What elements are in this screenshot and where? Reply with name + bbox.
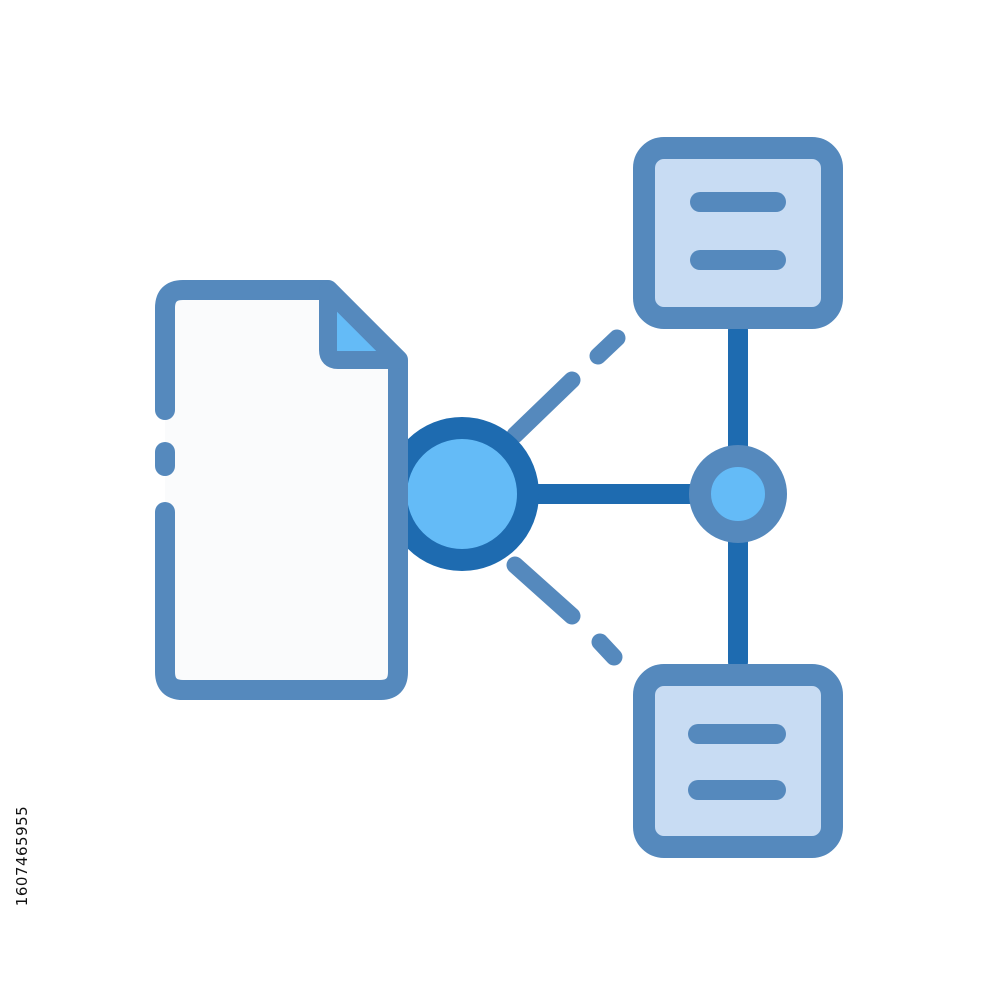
document-folded-corner bbox=[319, 281, 407, 369]
ray-lower-dash bbox=[591, 633, 623, 666]
document-body bbox=[155, 280, 408, 700]
ray-lower-line bbox=[506, 556, 581, 625]
hub-node-icon bbox=[385, 417, 539, 571]
data-block-bottom-icon bbox=[633, 664, 843, 858]
junction-node-icon bbox=[689, 445, 787, 543]
ray-upper-line bbox=[506, 371, 581, 444]
stock-id-text: 1607465955 bbox=[13, 805, 31, 907]
data-block-top-icon bbox=[633, 137, 843, 329]
stock-id-label: 1607465955 bbox=[2, 756, 42, 956]
top-block-frame bbox=[633, 137, 843, 329]
bottom-block-frame bbox=[633, 664, 843, 858]
ray-upper-dash bbox=[589, 329, 626, 365]
document-icon bbox=[155, 280, 408, 700]
connectors bbox=[506, 320, 748, 672]
